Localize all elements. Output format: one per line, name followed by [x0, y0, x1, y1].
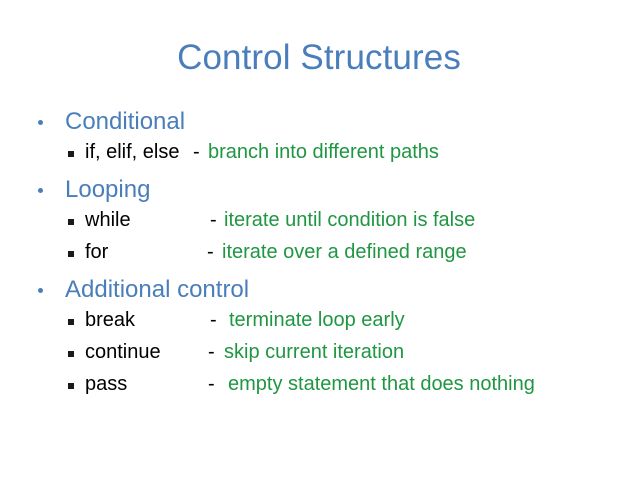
list-item-while[interactable]: while - iterate until condition is false	[0, 207, 638, 239]
bullet-level1-label: Additional control	[65, 276, 250, 303]
bullet-square-icon	[68, 383, 74, 389]
bullet-dot-icon	[38, 120, 43, 125]
list-item-term: continue	[85, 341, 161, 363]
list-item-term: if, elif, else	[85, 141, 180, 163]
bullet-level1-conditional[interactable]: Conditional	[0, 106, 638, 139]
list-item-term: for	[85, 241, 109, 263]
list-item-term: while	[85, 209, 131, 231]
list-item-dash: -	[208, 373, 215, 395]
list-item-description: empty statement that does nothing	[228, 373, 535, 395]
outline-section-additional-control: Additional control break - terminate loo…	[0, 274, 638, 403]
bullet-square-icon	[68, 351, 74, 357]
bullet-square-icon	[68, 219, 74, 225]
list-item-description: iterate until condition is false	[224, 209, 476, 231]
list-item-dash: -	[193, 141, 200, 163]
list-item-dash: -	[210, 209, 217, 231]
list-item-description: terminate loop early	[229, 309, 405, 331]
outline-body: Conditional if, elif, else - branch into…	[0, 106, 638, 403]
list-item-dash: -	[207, 241, 214, 263]
list-item-if-elif-else[interactable]: if, elif, else - branch into different p…	[0, 139, 638, 171]
page-title: Control Structures	[177, 38, 461, 77]
list-item-dash: -	[208, 341, 215, 363]
list-item-description: iterate over a defined range	[222, 241, 467, 263]
list-item-for[interactable]: for - iterate over a defined range	[0, 239, 638, 271]
list-item-break[interactable]: break - terminate loop early	[0, 307, 638, 339]
bullet-square-icon	[68, 151, 74, 157]
bullet-level1-additional-control[interactable]: Additional control	[0, 274, 638, 307]
bullet-level1-label: Looping	[65, 176, 151, 203]
list-item-description: branch into different paths	[208, 141, 439, 163]
list-item-pass[interactable]: pass - empty statement that does nothing	[0, 371, 638, 403]
bullet-square-icon	[68, 319, 74, 325]
list-item-term: break	[85, 309, 136, 331]
bullet-square-icon	[68, 251, 74, 257]
bullet-level1-looping[interactable]: Looping	[0, 174, 638, 207]
list-item-term: pass	[85, 373, 128, 395]
list-item-dash: -	[210, 309, 217, 331]
outline-section-conditional: Conditional if, elif, else - branch into…	[0, 106, 638, 171]
outline-section-looping: Looping while - iterate until condition …	[0, 174, 638, 271]
bullet-dot-icon	[38, 288, 43, 293]
bullet-level1-label: Conditional	[65, 108, 186, 135]
list-item-description: skip current iteration	[224, 341, 405, 363]
list-item-continue[interactable]: continue - skip current iteration	[0, 339, 638, 371]
bullet-dot-icon	[38, 188, 43, 193]
